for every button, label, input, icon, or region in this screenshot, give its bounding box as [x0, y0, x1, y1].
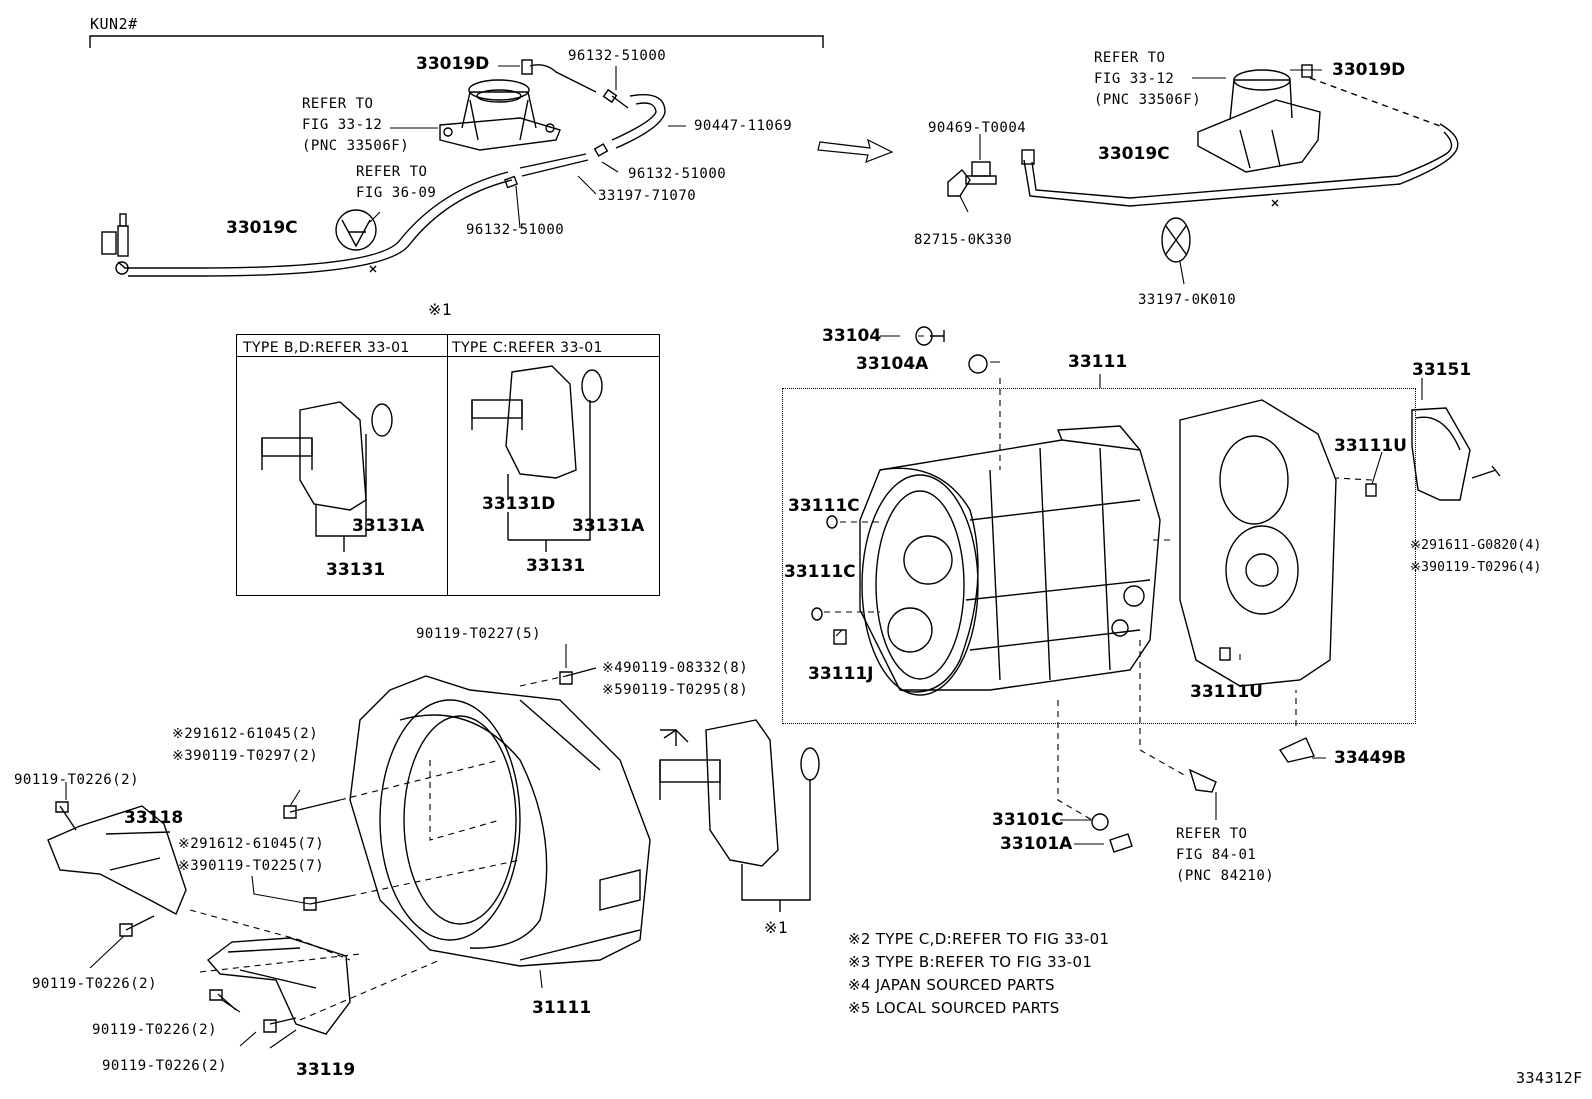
part-label: 33111C	[784, 562, 856, 582]
part-label: 82715-0K330	[914, 232, 1013, 248]
part-label: 33101C	[992, 810, 1064, 830]
inset-header-line	[236, 356, 660, 357]
part-label: 33111U	[1334, 436, 1407, 456]
hose-flexible-left	[529, 64, 666, 157]
part-label: ※1	[764, 918, 789, 937]
inset-left-parts	[261, 401, 393, 552]
part-label: 90119-T0226(2)	[92, 1022, 218, 1038]
part-label: ※291611-G0820(4)	[1410, 538, 1542, 553]
inset-type-box	[236, 334, 660, 596]
refer-block-fig33-12-right: REFER TO FIG 33-12 (PNC 33506F)	[1094, 50, 1202, 108]
part-label: ※390119-T0296(4)	[1410, 560, 1542, 575]
part-label: ※590119-T0295(8)	[602, 682, 749, 698]
extension-housing	[1179, 399, 1337, 687]
part-label: 96132-51000	[628, 166, 727, 182]
part-label: 33101A	[1000, 834, 1073, 854]
inset-right-parts	[471, 365, 603, 552]
part-label: 33197-71070	[598, 188, 697, 204]
part-label: 90119-T0226(2)	[14, 772, 140, 788]
part-label: 33104	[822, 326, 882, 346]
leaders-top	[369, 65, 1322, 337]
dashed-leaders-case	[824, 378, 1373, 821]
part-label: 90119-T0226(2)	[102, 1058, 228, 1074]
part-label: 33119	[296, 1060, 356, 1080]
part-label: ※291612-61045(2)	[172, 726, 319, 742]
drawing-number: 334312F	[1516, 1069, 1583, 1087]
part-label: 90119-T0226(2)	[32, 976, 158, 992]
part-label: 33131	[526, 556, 586, 576]
part-label: 33118	[124, 808, 184, 828]
part-label: 33019D	[1332, 60, 1406, 80]
part-label: 33131D	[482, 494, 556, 514]
rear-cover-33151	[1411, 407, 1501, 501]
note: ※4 JAPAN SOURCED PARTS	[848, 976, 1055, 994]
clip-left	[335, 209, 377, 251]
part-label: ※390119-T0297(2)	[172, 748, 319, 764]
model-label: KUN2#	[90, 15, 138, 33]
refer-block-fig84-01: REFER TO FIG 84-01 (PNC 84210)	[1176, 826, 1275, 884]
note: ※5 LOCAL SOURCED PARTS	[848, 999, 1060, 1017]
part-label: 33019D	[416, 54, 490, 74]
part-label: 33104A	[856, 354, 929, 374]
part-label: 96132-51000	[568, 48, 667, 64]
dashed-leaders-bottom	[189, 675, 567, 1021]
hose-right-dashed	[1309, 77, 1441, 127]
part-label: ※490119-08332(8)	[602, 660, 749, 676]
release-cylinder-left	[439, 59, 561, 151]
note: ※3 TYPE B:REFER TO FIG 33-01	[848, 953, 1093, 971]
leaders-case	[835, 361, 1423, 845]
model-bracket	[89, 35, 824, 48]
note: ※2 TYPE C,D:REFER TO FIG 33-01	[848, 930, 1110, 948]
part-label: 33019C	[226, 218, 298, 238]
part-label: 33449B	[1334, 748, 1407, 768]
part-label: 33151	[1412, 360, 1472, 380]
clutch-pipe-right	[1021, 123, 1459, 207]
release-cylinder-right	[1197, 64, 1321, 173]
inset-marker: ※1	[428, 300, 453, 319]
inset-divider	[447, 334, 448, 596]
part-label: 33131A	[572, 516, 645, 536]
input-retainer	[659, 719, 820, 912]
inset-header-type-c: TYPE C:REFER 33-01	[452, 340, 603, 356]
part-label: 33111C	[788, 496, 860, 516]
clutch-pipe-left	[101, 153, 589, 277]
part-label: 33131	[326, 560, 386, 580]
part-label: 33111	[1068, 352, 1128, 372]
transmission-case	[859, 425, 1161, 696]
part-label: 90469-T0004	[928, 120, 1027, 136]
arrow-right	[817, 138, 894, 163]
part-label: 90447-11069	[694, 118, 793, 134]
part-label: 33019C	[1098, 144, 1170, 164]
inset-header-type-bd: TYPE B,D:REFER 33-01	[243, 340, 410, 356]
part-label: 31111	[532, 998, 592, 1018]
bracket-right	[947, 161, 997, 197]
part-label: 33111J	[808, 664, 874, 684]
part-label: 33197-0K010	[1138, 292, 1237, 308]
refer-block-fig33-12-left: REFER TO FIG 33-12 (PNC 33506F)	[302, 96, 410, 154]
part-label: ※390119-T0225(7)	[178, 858, 325, 874]
part-label: 33131A	[352, 516, 425, 536]
brackets-33118-33119	[47, 805, 351, 1035]
part-label: 96132-51000	[466, 222, 565, 238]
small-parts-case	[811, 326, 1377, 853]
leaders-bottom	[65, 644, 567, 1049]
bell-housing-31111	[349, 675, 651, 967]
part-label: 90119-T0227(5)	[416, 626, 542, 642]
part-label: 33111U	[1190, 682, 1263, 702]
clip-right	[1161, 217, 1191, 263]
notes-block: ※2 TYPE C,D:REFER TO FIG 33-01 ※3 TYPE B…	[848, 930, 1109, 1017]
refer-block-fig36-09: REFER TO FIG 36-09	[356, 164, 437, 201]
case-assembly-box	[782, 388, 1416, 724]
part-label: ※291612-61045(7)	[178, 836, 325, 852]
